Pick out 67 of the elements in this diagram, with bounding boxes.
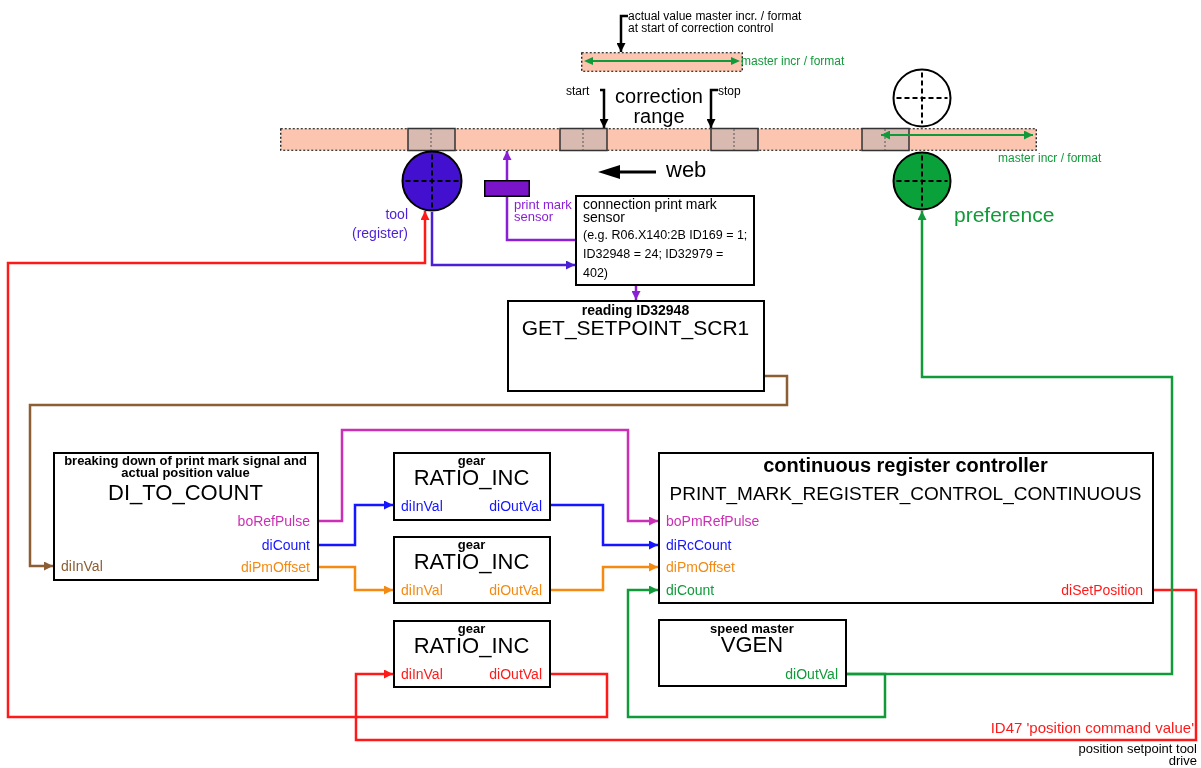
function-block xyxy=(393,620,551,688)
connector-arrow xyxy=(319,428,658,526)
block-heading: gear xyxy=(456,621,487,636)
connector-arrow xyxy=(430,212,575,270)
block-heading: breaking down of print mark signal and actual position value xyxy=(63,455,308,479)
block-heading: gear xyxy=(456,453,487,468)
connector-arrow xyxy=(502,151,512,180)
port-label: diInVal xyxy=(401,498,444,514)
connector-arrow xyxy=(319,565,393,595)
function-block xyxy=(658,619,847,687)
connector-arrow xyxy=(631,286,641,300)
connector-arrow xyxy=(354,588,1198,742)
port-label: diInVal xyxy=(401,582,444,598)
block-heading: continuous register controller xyxy=(762,454,1049,476)
preference-roller-drawing xyxy=(892,151,952,211)
connector-arrow xyxy=(599,88,609,128)
port-label: diPmOffset xyxy=(240,559,310,575)
connector-arrow xyxy=(28,374,789,571)
sensor-bar xyxy=(484,180,530,197)
block-heading: gear xyxy=(456,537,487,552)
function-block xyxy=(658,452,1154,604)
connector-arrow xyxy=(6,211,609,719)
port-label: diPmOffset xyxy=(666,559,736,575)
web-drawing xyxy=(280,128,1037,151)
block-note: (e.g. R06.X140:2B ID169 = 1; ID32948 = 24; ID32979 = 402) xyxy=(583,227,748,282)
port-label: diCount xyxy=(666,582,716,598)
port-label: diSetPosition xyxy=(1060,582,1143,598)
block-heading: speed master xyxy=(709,621,795,636)
annotation-text: stop xyxy=(718,84,752,100)
connector-arrow xyxy=(551,562,658,592)
block-heading: connection print mark sensor xyxy=(583,198,718,224)
direction-label: web xyxy=(666,158,708,182)
port-label: boRefPulse xyxy=(236,513,310,529)
function-block xyxy=(53,452,319,581)
function-block xyxy=(507,300,765,392)
function-block xyxy=(575,195,755,286)
annotation-text: position setpoint tool drive xyxy=(1077,743,1197,767)
roller-label: tool (register) xyxy=(351,205,408,243)
port-label: boPmRefPulse xyxy=(666,513,761,529)
annotation-text: start xyxy=(566,84,600,100)
block-name: VGEN xyxy=(720,633,784,657)
port-label: diOutVal xyxy=(488,666,542,682)
roller-drawing xyxy=(892,68,952,128)
port-label: diRcCount xyxy=(666,537,733,553)
block-heading: reading ID32948 xyxy=(580,302,691,318)
connector-arrow xyxy=(616,14,628,52)
roller-label: preference xyxy=(954,203,1056,226)
port-label: diInVal xyxy=(61,558,104,574)
annotation-text: actual value master incr. / format at start of correction control xyxy=(628,10,813,38)
block-name: PRINT_MARK_REGISTER_CONTROL_CONTINUOUS xyxy=(668,483,1143,504)
port-label: diOutVal xyxy=(488,582,542,598)
dimension-label: master incr / format xyxy=(998,151,1103,165)
connector-arrow xyxy=(626,585,887,719)
dimension-label: master incr / format xyxy=(741,54,846,68)
range-label: correction range xyxy=(614,86,704,126)
sensor-label: print mark sensor xyxy=(514,199,573,223)
port-label: diOutVal xyxy=(784,666,838,682)
function-block xyxy=(393,536,551,604)
format-bar-drawing xyxy=(581,52,743,72)
port-label: diOutVal xyxy=(488,498,542,514)
connector-arrow xyxy=(319,500,393,547)
port-label: diInVal xyxy=(401,666,444,682)
connector-arrow xyxy=(706,88,718,128)
connector-arrow xyxy=(551,503,658,550)
port-label: diCount xyxy=(260,537,310,553)
block-name: DI_TO_COUNT xyxy=(107,481,264,505)
function-block xyxy=(393,452,551,521)
